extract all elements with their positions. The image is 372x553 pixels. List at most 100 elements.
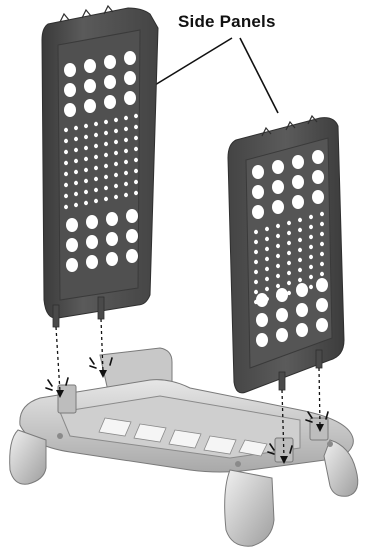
ventilation-hole [74, 203, 78, 207]
ventilation-hole [320, 252, 324, 256]
ventilation-hole [254, 240, 258, 244]
ventilation-hole [106, 232, 118, 246]
ventilation-hole [316, 298, 328, 312]
ventilation-hole [254, 290, 258, 294]
ventilation-hole [104, 142, 108, 146]
ventilation-hole [104, 153, 108, 157]
left-side-panel [42, 6, 158, 327]
ventilation-hole [84, 190, 88, 194]
ventilation-hole [296, 283, 308, 297]
ventilation-hole [265, 267, 269, 271]
ventilation-hole [316, 318, 328, 332]
ventilation-hole [64, 103, 76, 117]
ventilation-hole [320, 272, 324, 276]
ventilation-hole [126, 229, 138, 243]
ventilation-hole [84, 179, 88, 183]
ventilation-hole [64, 183, 68, 187]
ventilation-hole [265, 287, 269, 291]
ventilation-hole [114, 173, 118, 177]
ventilation-hole [276, 308, 288, 322]
ventilation-hole [276, 264, 280, 268]
ventilation-hole [84, 146, 88, 150]
ventilation-hole [320, 222, 324, 226]
ventilation-hole [124, 138, 128, 142]
ventilation-hole [86, 255, 98, 269]
ventilation-hole [276, 244, 280, 248]
ventilation-hole [254, 270, 258, 274]
ventilation-hole [124, 160, 128, 164]
ventilation-hole [320, 262, 324, 266]
ventilation-hole [254, 230, 258, 234]
ventilation-hole [134, 158, 138, 162]
ventilation-hole [64, 128, 68, 132]
ventilation-hole [309, 235, 313, 239]
ventilation-hole [265, 227, 269, 231]
ventilation-hole [134, 180, 138, 184]
ventilation-hole [64, 172, 68, 176]
ventilation-hole [94, 188, 98, 192]
ventilation-hole [84, 59, 96, 73]
ventilation-hole [298, 278, 302, 282]
ventilation-hole [320, 212, 324, 216]
ventilation-hole [265, 247, 269, 251]
ventilation-hole [287, 261, 291, 265]
ventilation-hole [309, 215, 313, 219]
ventilation-hole [84, 201, 88, 205]
ventilation-hole [265, 257, 269, 261]
ventilation-hole [124, 71, 136, 85]
ventilation-hole [256, 293, 268, 307]
ventilation-hole [94, 199, 98, 203]
ventilation-hole [94, 144, 98, 148]
ventilation-hole [296, 303, 308, 317]
ventilation-hole [254, 250, 258, 254]
ventilation-hole [124, 116, 128, 120]
ventilation-hole [124, 149, 128, 153]
ventilation-hole [134, 191, 138, 195]
ventilation-hole [106, 252, 118, 266]
ventilation-hole [134, 125, 138, 129]
ventilation-hole [114, 162, 118, 166]
ventilation-hole [114, 140, 118, 144]
right-side-panel [228, 116, 344, 393]
ventilation-hole [287, 231, 291, 235]
ventilation-hole [309, 275, 313, 279]
ventilation-hole [309, 255, 313, 259]
ventilation-hole [104, 164, 108, 168]
ventilation-hole [124, 51, 136, 65]
ventilation-hole [64, 161, 68, 165]
ventilation-hole [134, 136, 138, 140]
ventilation-hole [287, 251, 291, 255]
ventilation-hole [74, 192, 78, 196]
ventilation-hole [64, 150, 68, 154]
ventilation-hole [276, 254, 280, 258]
ventilation-hole [134, 169, 138, 173]
ventilation-hole [265, 277, 269, 281]
ventilation-hole [276, 328, 288, 342]
ventilation-hole [114, 195, 118, 199]
ventilation-hole [74, 181, 78, 185]
ventilation-hole [296, 323, 308, 337]
ventilation-hole [66, 258, 78, 272]
ventilation-hole [114, 184, 118, 188]
ventilation-hole [256, 313, 268, 327]
ventilation-hole [276, 288, 288, 302]
ventilation-hole [252, 185, 264, 199]
ventilation-hole [287, 271, 291, 275]
ventilation-hole [272, 180, 284, 194]
ventilation-hole [298, 248, 302, 252]
ventilation-hole [86, 215, 98, 229]
ventilation-hole [252, 205, 264, 219]
ventilation-hole [114, 151, 118, 155]
ventilation-hole [64, 139, 68, 143]
ventilation-hole [104, 120, 108, 124]
ventilation-hole [74, 148, 78, 152]
ventilation-hole [74, 159, 78, 163]
ventilation-hole [84, 79, 96, 93]
ventilation-hole [316, 278, 328, 292]
ventilation-hole [124, 193, 128, 197]
callout-leader-lines [150, 38, 278, 113]
ventilation-hole [126, 249, 138, 263]
ventilation-hole [298, 228, 302, 232]
ventilation-hole [84, 99, 96, 113]
ventilation-hole [84, 135, 88, 139]
